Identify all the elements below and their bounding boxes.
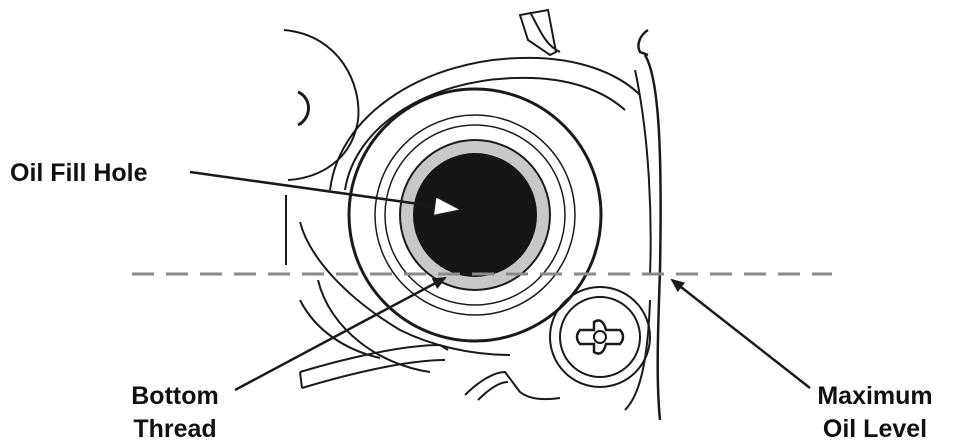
oil-fill-hole-label: Oil Fill Hole bbox=[10, 157, 148, 190]
bottom-thread-line-2: Thread bbox=[110, 413, 240, 446]
maximum-oil-level-line-1: Maximum bbox=[800, 380, 950, 413]
left-boss-outline bbox=[284, 30, 358, 180]
right-frame-outer bbox=[645, 55, 661, 420]
bottom-thread-arrow bbox=[235, 278, 445, 390]
right-frame-hook bbox=[638, 30, 648, 55]
top-wedge bbox=[520, 10, 556, 55]
lower-rib-1 bbox=[300, 345, 448, 372]
torx-bolt-icon bbox=[577, 320, 623, 353]
oil-fill-hole-text: Oil Fill Hole bbox=[10, 157, 148, 190]
maximum-oil-level-label: Maximum Oil Level bbox=[800, 380, 950, 446]
lower-rib-3 bbox=[300, 372, 302, 388]
max-oil-level-arrow bbox=[672, 280, 810, 388]
bottom-thread-line-1: Bottom bbox=[110, 380, 240, 413]
maximum-oil-level-line-2: Oil Level bbox=[800, 413, 950, 446]
oil-fill-opening bbox=[349, 89, 601, 341]
lower-bracket bbox=[465, 372, 560, 399]
right-frame-inner bbox=[635, 70, 651, 275]
oil-fill-hole bbox=[413, 153, 537, 277]
bottom-thread-label: Bottom Thread bbox=[110, 380, 240, 446]
left-boss-hook bbox=[298, 92, 309, 125]
bolt-boss-inner bbox=[560, 297, 640, 377]
lower-bracket-2 bbox=[478, 382, 508, 400]
lower-rib-2 bbox=[302, 360, 445, 388]
